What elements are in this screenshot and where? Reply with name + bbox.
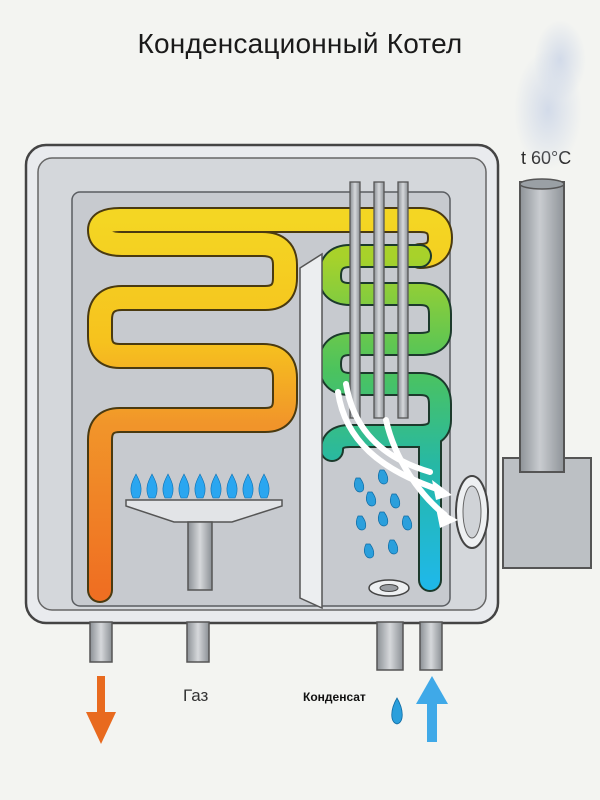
flow-arrowheads <box>432 480 458 528</box>
flue-box <box>502 457 592 569</box>
gas-inlet-label: Газ <box>183 686 209 705</box>
hot-water-outlet-arrow <box>86 676 116 744</box>
steam <box>514 20 586 170</box>
bottom-pipes <box>89 621 443 671</box>
flue-gas-flow-arrows <box>335 381 448 518</box>
baffle-plate <box>299 252 323 610</box>
gas-burner <box>125 499 283 591</box>
burner-flames <box>130 473 270 499</box>
cold-water-inlet-arrow <box>416 676 448 742</box>
condensate-drop-icon <box>391 697 403 725</box>
flue-pipe <box>519 181 565 473</box>
condensate-droplets <box>354 469 413 559</box>
condensate-outlet-label: Конденсат <box>303 690 366 704</box>
condenser-tubes <box>349 181 409 419</box>
diagram-title: Конденсационный Котел <box>137 28 463 59</box>
